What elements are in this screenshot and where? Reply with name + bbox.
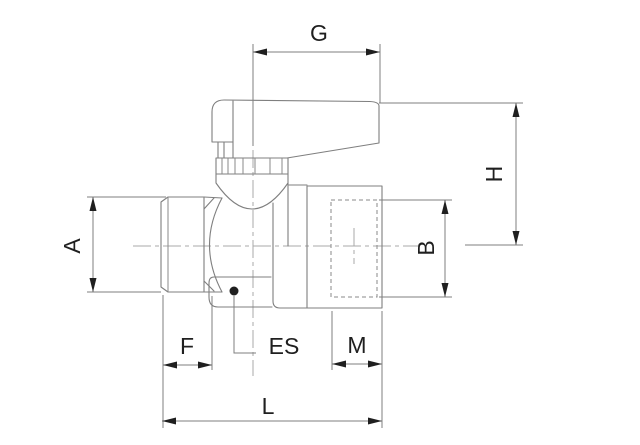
handle-lever	[211, 99, 380, 159]
internal-thread-dashed	[330, 199, 378, 298]
packing-nut	[215, 157, 289, 175]
dome-arc	[215, 173, 289, 210]
valve-stem	[217, 141, 225, 159]
ball-chamber-dome	[215, 173, 289, 247]
dim-f-arrow-right	[198, 361, 212, 369]
dim-l-arrow-left	[162, 417, 176, 425]
hex-top-bottom-edges	[203, 196, 223, 293]
centerlines	[133, 150, 420, 376]
es-label: ES	[269, 333, 300, 359]
packing-nut-knurl-lines	[221, 158, 283, 174]
female-end-outline	[306, 185, 383, 309]
handle-outline	[211, 99, 380, 159]
dim-g-arrow-left	[253, 48, 267, 56]
lower-body-step	[208, 276, 273, 308]
dim-h-arrow-top	[512, 103, 520, 117]
male-end-outline	[160, 196, 205, 293]
valve-body	[160, 99, 383, 354]
dimension-g: G	[252, 20, 381, 146]
es-indicator-dot	[229, 286, 239, 296]
packing-nut-outline	[215, 157, 289, 175]
dim-l-arrow-right	[368, 417, 382, 425]
dim-g-label: G	[310, 20, 328, 46]
dim-a-arrow-bottom	[89, 278, 97, 292]
lower-body	[208, 184, 308, 309]
dim-h-label: H	[481, 166, 507, 183]
dim-m-arrow-right	[368, 360, 382, 368]
dim-a-arrow-top	[89, 197, 97, 211]
dimension-h: H	[379, 102, 523, 246]
dim-g-arrow-right	[366, 48, 380, 56]
dim-f-arrow-left	[163, 361, 177, 369]
female-thread-end	[306, 185, 383, 309]
male-thread-end	[160, 196, 205, 293]
dimension-a: A	[59, 196, 166, 293]
dim-l-label: L	[262, 393, 275, 419]
stem-lines	[217, 141, 225, 159]
dim-a-label: A	[59, 238, 85, 254]
dimension-l: L	[162, 311, 383, 428]
dim-b-arrow-top	[441, 200, 449, 214]
dim-h-arrow-bottom	[512, 231, 520, 245]
hex-section	[203, 196, 223, 293]
hex-flat-curve	[209, 197, 223, 293]
body-cylinder-edge	[272, 202, 308, 309]
dimension-b: B	[379, 199, 452, 298]
dimension-m: M	[331, 311, 382, 370]
dim-m-label: M	[347, 332, 366, 358]
es-leader-line	[233, 296, 256, 354]
dim-f-label: F	[180, 333, 194, 359]
dim-m-arrow-left	[332, 360, 346, 368]
es-indicator	[229, 286, 256, 354]
dimension-f: F	[162, 295, 213, 428]
dim-b-label: B	[413, 240, 439, 255]
dim-b-arrow-bottom	[441, 283, 449, 297]
